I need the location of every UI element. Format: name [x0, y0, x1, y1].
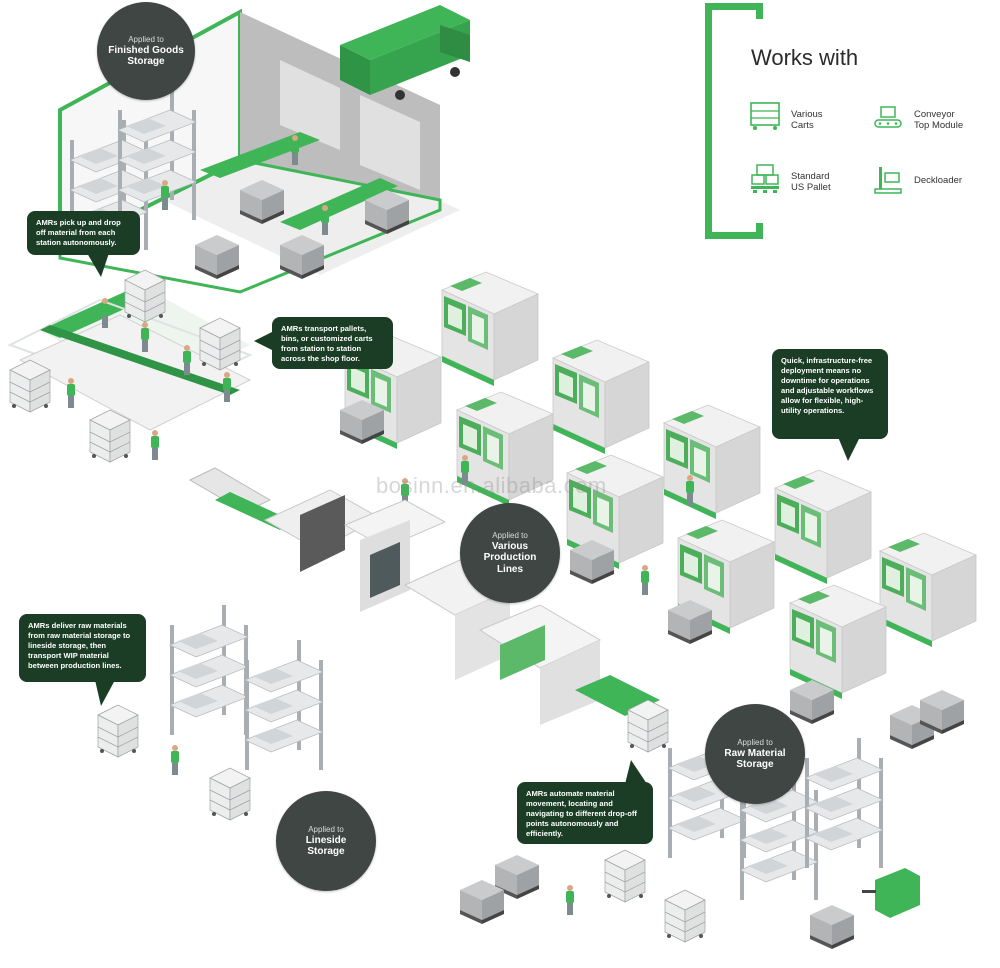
works-with-item-pallet: Standard US Pallet — [791, 171, 831, 193]
cart-icon — [750, 102, 780, 130]
works-with-item-conveyor: Conveyor Top Module — [914, 109, 964, 131]
conveyor-icon — [874, 106, 902, 128]
callout-pickup: AMRs pick up and drop off material from … — [27, 211, 140, 277]
callout-transport: AMRs transport pallets, bins, or customi… — [254, 317, 393, 369]
callout-automate: AMRs automate material movement, locatin… — [517, 760, 653, 844]
works-with-title: Works with — [751, 45, 859, 70]
watermark: bosinn.en.alibaba.com — [376, 473, 607, 498]
badge-production-lines: Applied to Various Production Lines — [460, 503, 560, 603]
deckloader-icon — [874, 167, 902, 194]
pallet-icon — [751, 164, 779, 193]
bracket-decoration — [705, 3, 763, 239]
workstation-area — [7, 269, 253, 463]
callout-deliver: AMRs deliver raw materials from raw mate… — [19, 614, 146, 706]
badge-lineside: Applied to Lineside Storage — [276, 791, 376, 891]
works-with-panel: Works with Various Carts Conveyor Top Mo… — [705, 3, 995, 243]
callout-deployment: Quick, infrastructure-free deployment me… — [772, 349, 888, 461]
works-with-item-carts: Various Carts — [791, 109, 823, 131]
badge-raw-material: Applied to Raw Material Storage — [705, 704, 805, 804]
works-with-item-deckloader: Deckloader — [914, 175, 963, 186]
badge-finished-goods: Applied to Finished Goods Storage — [97, 2, 195, 100]
finished-goods-warehouse — [58, 5, 470, 294]
raw-material-storage-area — [460, 690, 964, 949]
